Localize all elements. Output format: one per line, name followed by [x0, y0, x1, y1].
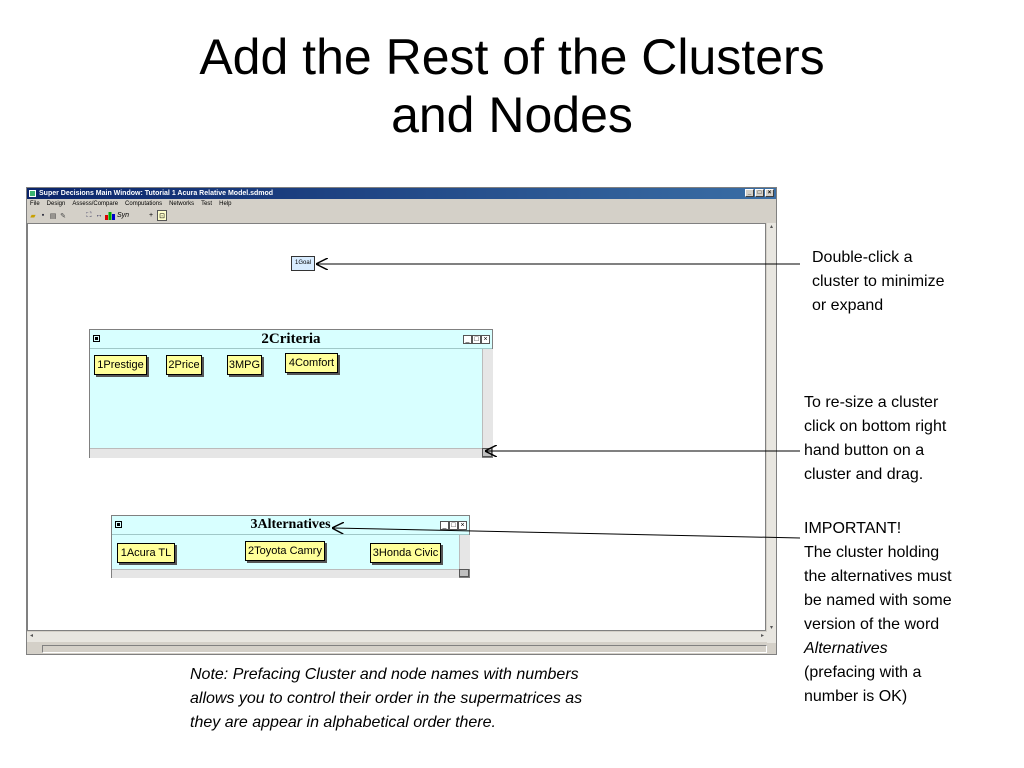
save-icon[interactable]: ▪: [41, 212, 45, 219]
menu-assess-compare[interactable]: Assess/Compare: [72, 201, 119, 207]
cluster-close-icon[interactable]: ×: [481, 335, 490, 344]
menu-networks[interactable]: Networks: [169, 201, 195, 207]
canvas-horizontal-scrollbar[interactable]: ◂ ▸: [27, 632, 767, 642]
cluster-close-icon[interactable]: ×: [458, 521, 467, 530]
slide-title-line-2: and Nodes: [391, 87, 633, 143]
bar-chart-icon[interactable]: [105, 211, 115, 220]
minimize-window-button[interactable]: _: [745, 189, 754, 197]
window-titlebar[interactable]: Super Decisions Main Window: Tutorial 1 …: [27, 188, 776, 199]
alternatives-cluster[interactable]: 3Alternatives _ □ × 1Acura TL 2Toyota Ca…: [111, 515, 470, 578]
annotation-line: version of the word: [804, 616, 940, 633]
goal-cluster-minimized[interactable]: 1Goal: [291, 256, 315, 271]
footnote-line: Note: Prefacing Cluster and node names w…: [190, 666, 579, 683]
cluster-minimize-icon[interactable]: _: [463, 335, 472, 344]
window-title: Super Decisions Main Window: Tutorial 1 …: [39, 190, 274, 197]
cluster-maximize-icon[interactable]: □: [449, 521, 458, 530]
slide-title: Add the Rest of the Clusters and Nodes: [0, 28, 1024, 144]
print-icon[interactable]: ▤: [49, 212, 57, 220]
status-field: [42, 645, 767, 653]
scroll-up-arrow-icon[interactable]: ▴: [769, 224, 773, 230]
scroll-right-arrow-icon[interactable]: ▸: [760, 633, 764, 639]
alternatives-cluster-title: 3Alternatives: [250, 517, 331, 532]
toolbar: ▰ ▪ ▤ ✎ ⛶ ↔ Syn + ⊡: [27, 209, 776, 222]
criteria-vertical-scrollbar[interactable]: [482, 349, 493, 448]
cluster-menu-icon[interactable]: [115, 521, 122, 528]
network-icon[interactable]: ⛶: [86, 211, 92, 219]
criteria-resize-handle[interactable]: [482, 448, 492, 457]
footnote-line: they are appear in alphabetical order th…: [190, 714, 496, 731]
window-controls: _ □ ×: [745, 189, 774, 197]
alternatives-horizontal-scrollbar[interactable]: [112, 569, 459, 578]
cluster-minimize-icon[interactable]: _: [440, 521, 449, 530]
annotation-important: IMPORTANT! The cluster holding the alter…: [804, 517, 952, 709]
menu-design[interactable]: Design: [46, 201, 66, 207]
annotation-line: number is OK): [804, 688, 908, 705]
annotation-line: The cluster holding: [804, 544, 940, 561]
alternatives-resize-handle[interactable]: [459, 569, 469, 577]
annotation-line: the alternatives must: [804, 568, 952, 585]
node-prestige[interactable]: 1Prestige: [94, 355, 147, 375]
annotation-line: be named with some: [804, 592, 952, 609]
node-price[interactable]: 2Price: [166, 355, 202, 375]
status-bar: [27, 643, 776, 654]
close-window-button[interactable]: ×: [765, 189, 774, 197]
alternatives-cluster-header[interactable]: 3Alternatives _ □ ×: [112, 516, 469, 535]
slide-title-line-1: Add the Rest of the Clusters: [199, 29, 825, 85]
cluster-maximize-icon[interactable]: □: [472, 335, 481, 344]
app-icon: [29, 190, 36, 197]
plus-icon[interactable]: +: [149, 212, 154, 219]
menu-computations[interactable]: Computations: [125, 201, 163, 207]
annotation-line: cluster to minimize: [812, 273, 945, 290]
footnote: Note: Prefacing Cluster and node names w…: [190, 663, 690, 735]
cluster-window-controls: _ □ ×: [463, 335, 490, 344]
cluster-menu-icon[interactable]: [93, 335, 100, 342]
node-comfort[interactable]: 4Comfort: [285, 353, 338, 373]
node-mpg[interactable]: 3MPG: [227, 355, 262, 375]
synthesize-icon[interactable]: Syn: [117, 212, 130, 219]
node-honda-civic[interactable]: 3Honda Civic: [370, 543, 441, 563]
footnote-line: allows you to control their order in the…: [190, 690, 583, 707]
open-folder-icon[interactable]: ▰: [30, 212, 36, 220]
maximize-window-button[interactable]: □: [755, 189, 764, 197]
pencil-icon[interactable]: ✎: [60, 212, 66, 220]
cluster-window-controls: _ □ ×: [440, 521, 467, 530]
annotation-line: To re-size a cluster: [804, 394, 939, 411]
criteria-horizontal-scrollbar[interactable]: [90, 448, 482, 458]
criteria-cluster-header[interactable]: 2Criteria _ □ ×: [90, 330, 492, 349]
menu-help[interactable]: Help: [219, 201, 232, 207]
annotation-line: (prefacing with a: [804, 664, 922, 681]
annotation-resize: To re-size a cluster click on bottom rig…: [804, 391, 946, 487]
annotation-important-heading: IMPORTANT!: [804, 520, 902, 537]
canvas-vertical-scrollbar[interactable]: ▴ ▾: [767, 223, 776, 643]
node-toyota-camry[interactable]: 2Toyota Camry: [245, 541, 325, 561]
annotation-double-click: Double-click a cluster to minimize or ex…: [812, 246, 944, 318]
toolbar-spacer: [69, 211, 83, 220]
toolbar-spacer-2: [131, 211, 145, 220]
criteria-cluster-title: 2Criteria: [261, 331, 321, 347]
annotation-alternatives-word: Alternatives: [804, 640, 888, 657]
scroll-left-arrow-icon[interactable]: ◂: [29, 633, 33, 639]
connect-arrow-icon[interactable]: ↔: [95, 212, 103, 219]
annotation-line: cluster and drag.: [804, 466, 924, 483]
annotation-line: Double-click a: [812, 249, 913, 266]
scroll-down-arrow-icon[interactable]: ▾: [769, 625, 773, 631]
menu-test[interactable]: Test: [201, 201, 213, 207]
annotation-line: click on bottom right: [804, 418, 947, 435]
node-acura-tl[interactable]: 1Acura TL: [117, 543, 175, 563]
menu-bar: File Design Assess/Compare Computations …: [27, 199, 776, 209]
criteria-cluster[interactable]: 2Criteria _ □ × 1Prestige 2Price 3MPG 4C…: [89, 329, 493, 458]
alternatives-vertical-scrollbar[interactable]: [459, 535, 470, 569]
zoom-icon[interactable]: ⊡: [157, 210, 168, 221]
annotation-line: or expand: [812, 297, 884, 314]
menu-file[interactable]: File: [30, 201, 40, 207]
annotation-line: hand button on a: [804, 442, 925, 459]
